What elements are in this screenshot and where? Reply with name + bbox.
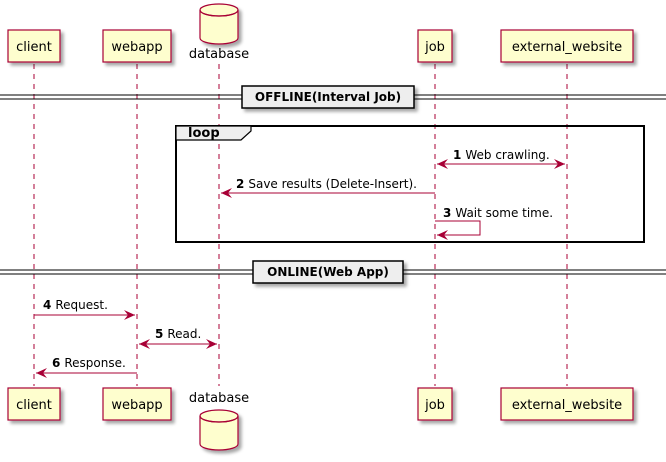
message-6: 6 Response.: [36, 356, 137, 378]
participant-label: client: [16, 40, 52, 55]
message-label: 1 Web crawling.: [453, 148, 550, 162]
participant-label: job: [424, 398, 445, 413]
message-number: 2: [236, 177, 244, 191]
message-text: Save results (Delete-Insert).: [248, 177, 417, 191]
message-number: 3: [443, 206, 451, 220]
message-4: 4 Request.: [34, 298, 135, 320]
participant-label: external_website: [512, 40, 622, 55]
message-label: 6 Response.: [52, 356, 126, 370]
participant-label: database: [189, 391, 249, 406]
participant-external-website-bottom: external_website: [500, 387, 634, 421]
message-3: 3 Wait some time.: [435, 206, 553, 240]
separator-label: OFFLINE(Interval Job): [255, 90, 401, 104]
message-label: 3 Wait some time.: [443, 206, 553, 220]
message-label: 4 Request.: [43, 298, 108, 312]
participant-label: job: [424, 40, 445, 55]
participant-label: client: [16, 398, 52, 413]
message-text: Response.: [64, 356, 125, 370]
message-label: 5 Read.: [155, 327, 201, 341]
participant-label: database: [189, 47, 249, 62]
participant-database-bottom: database: [189, 391, 249, 451]
separator-online: ONLINE(Web App): [0, 260, 666, 284]
participant-job-top: job: [417, 29, 453, 63]
message-number: 5: [155, 327, 163, 341]
message-text: Web crawling.: [465, 148, 549, 162]
lifelines: [33, 64, 568, 386]
participant-job-bottom: job: [417, 387, 453, 421]
message-1: 1 Web crawling.: [437, 148, 565, 169]
participant-webapp-bottom: webapp: [102, 387, 172, 421]
separator-label: ONLINE(Web App): [267, 265, 389, 279]
participant-label: external_website: [512, 398, 622, 413]
participant-label: webapp: [111, 40, 162, 55]
participant-label: webapp: [111, 398, 162, 413]
participant-webapp-top: webapp: [102, 29, 172, 63]
message-number: 6: [52, 356, 60, 370]
loop-label: loop: [188, 126, 220, 141]
loop-frame: loop: [175, 125, 645, 243]
message-5: 5 Read.: [139, 327, 217, 349]
message-text: Wait some time.: [455, 206, 553, 220]
message-number: 4: [43, 298, 51, 312]
message-number: 1: [453, 148, 461, 162]
participant-external-website-top: external_website: [500, 29, 634, 63]
participant-database-top: database: [189, 3, 249, 62]
message-2: 2 Save results (Delete-Insert).: [221, 177, 435, 198]
message-label: 2 Save results (Delete-Insert).: [236, 177, 417, 191]
participant-client-bottom: client: [7, 387, 61, 421]
message-text: Request.: [55, 298, 108, 312]
separator-offline: OFFLINE(Interval Job): [0, 85, 666, 109]
participant-client-top: client: [7, 29, 61, 63]
message-text: Read.: [167, 327, 201, 341]
